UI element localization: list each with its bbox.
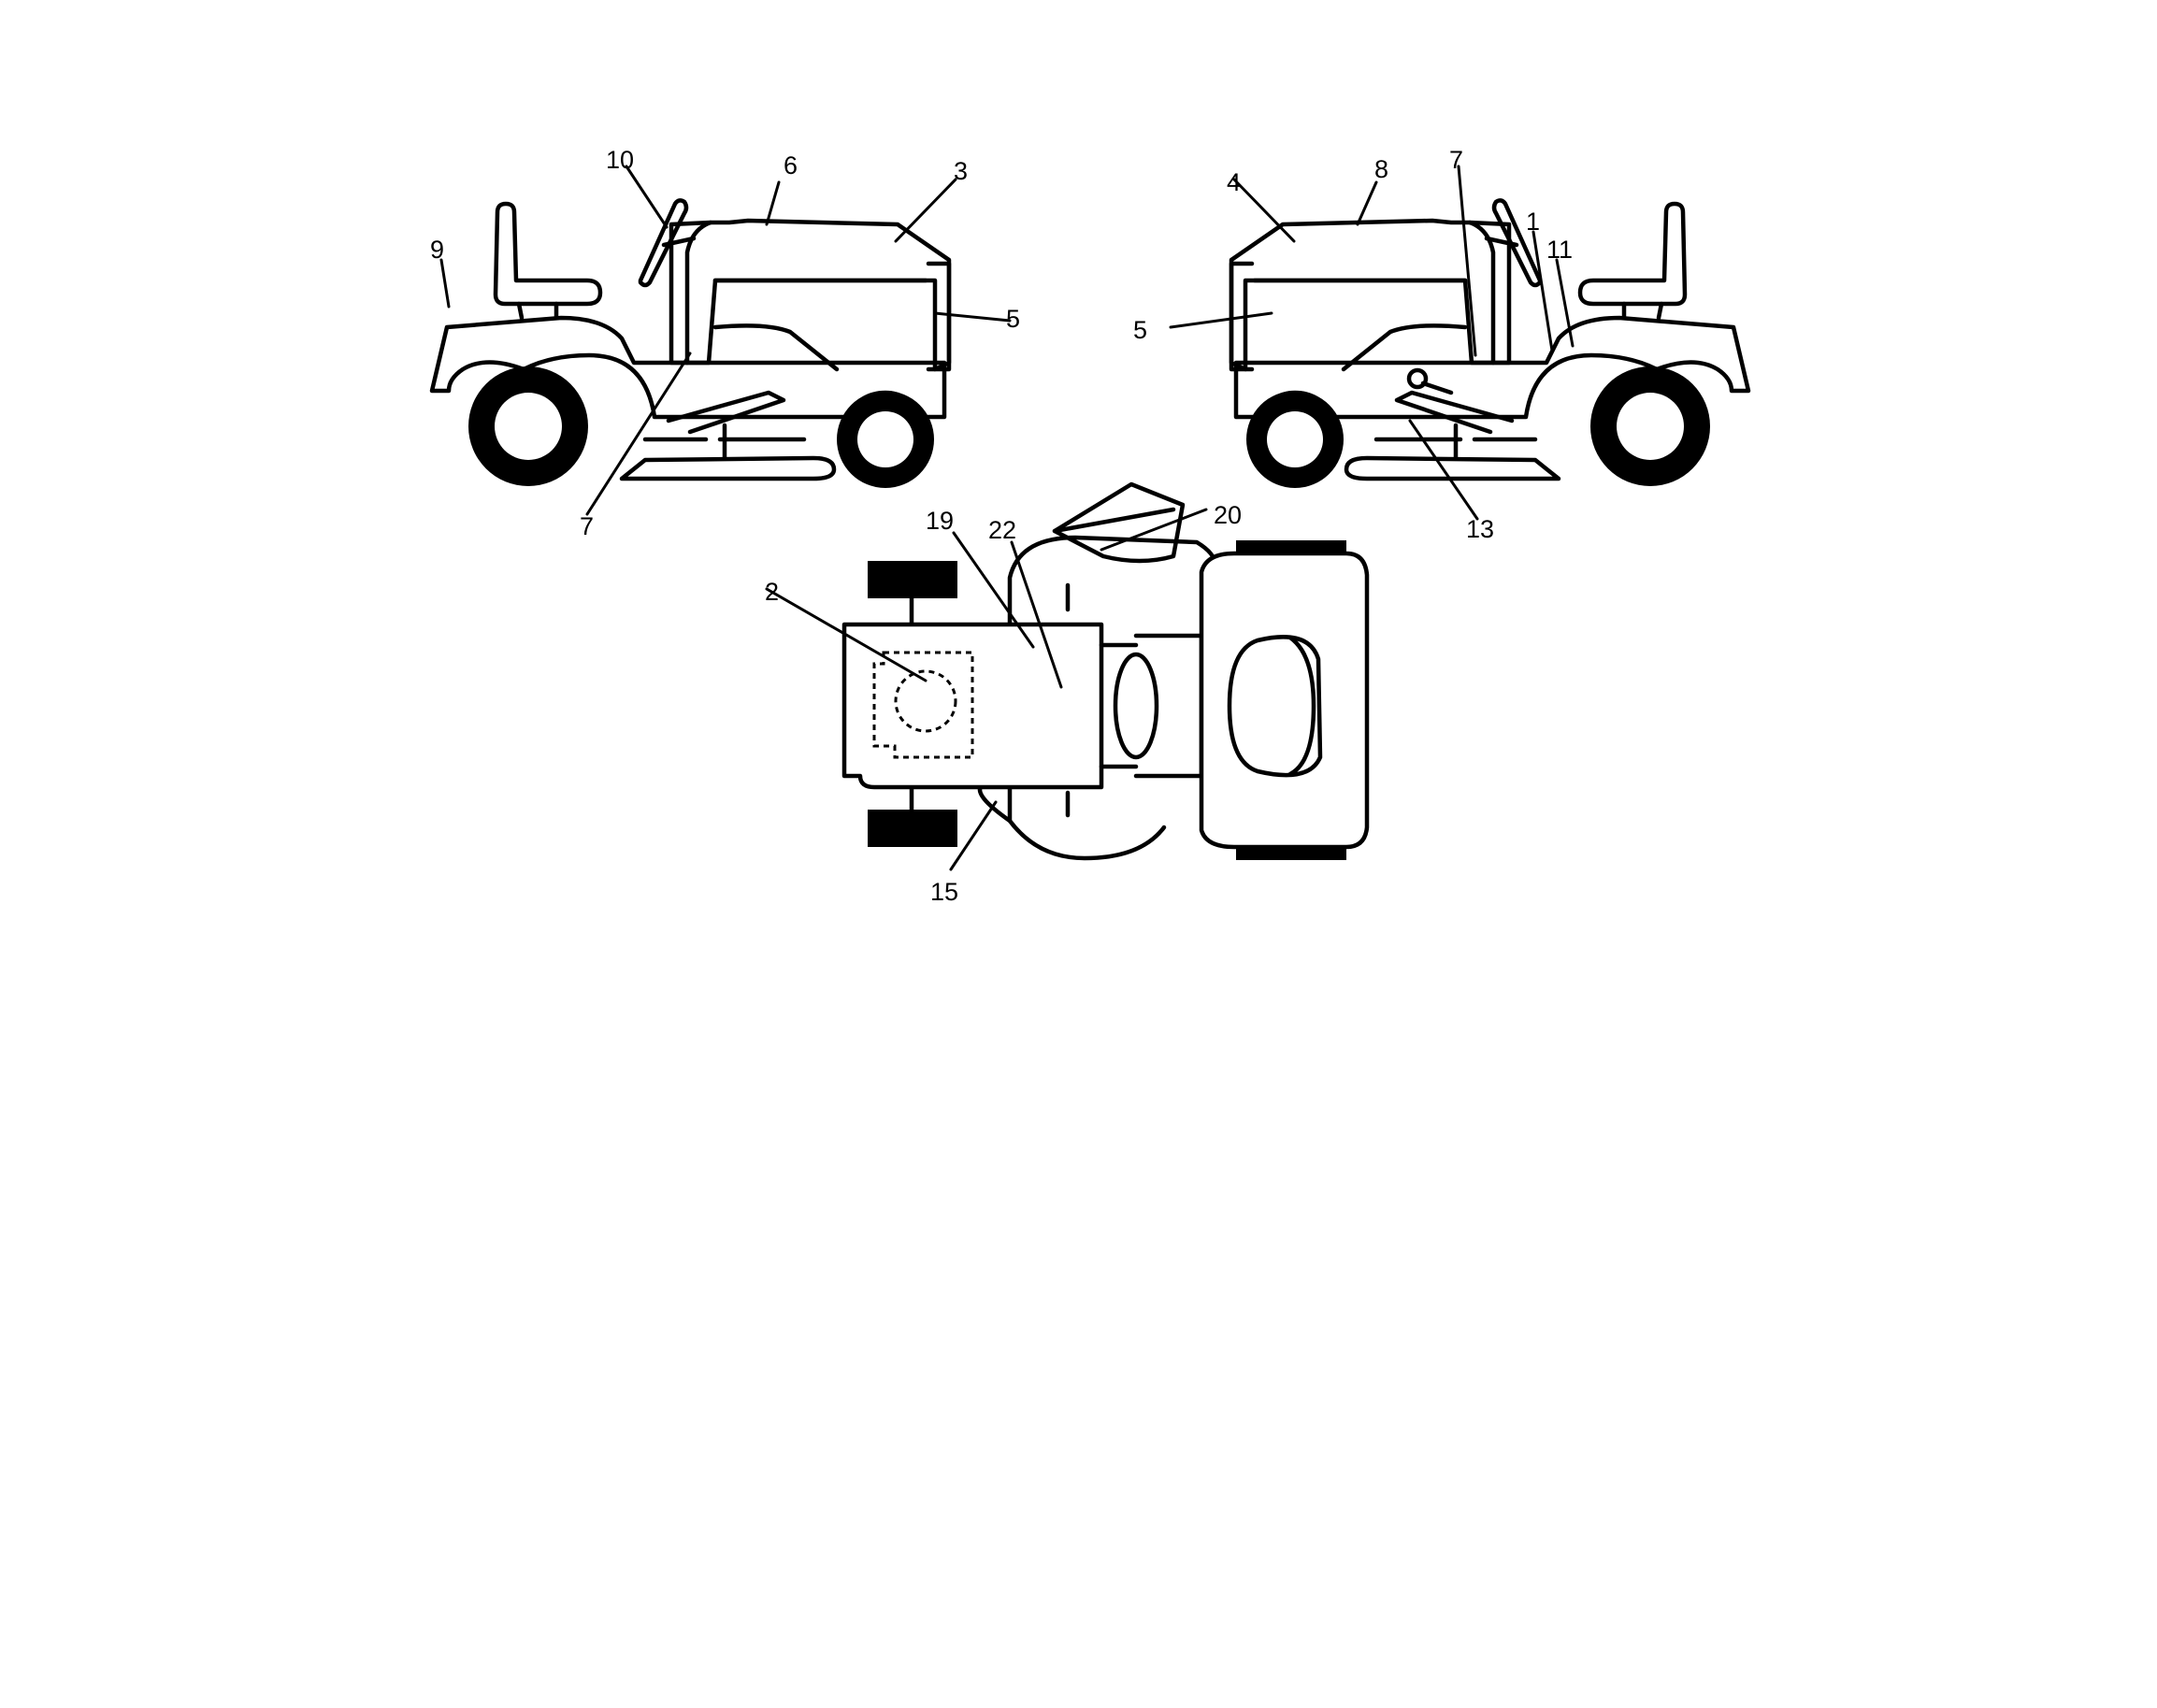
callout-1: 1 <box>1526 208 1540 236</box>
rear-tire-bottom <box>868 810 957 847</box>
rear-fender <box>429 315 947 420</box>
rear-tire-top <box>868 561 957 598</box>
callout-4: 4 <box>1227 168 1241 196</box>
pedal-arm <box>666 390 786 435</box>
front-tire-top <box>1236 540 1346 553</box>
front-tire-bottom <box>1236 847 1346 860</box>
callout-15: 15 <box>930 878 958 906</box>
discharge-chute <box>1052 481 1186 564</box>
rear-fender-right <box>1233 315 1751 420</box>
steering-wheel-top <box>1113 652 1159 760</box>
callout-11: 11 <box>1546 236 1573 264</box>
callout-7-right: 7 <box>1449 146 1463 174</box>
tractor-top-view: 19 22 20 2 15 <box>765 481 1370 906</box>
front-wheel-right <box>1246 391 1344 488</box>
callout-5-right: 5 <box>1133 316 1147 344</box>
callout-10: 10 <box>606 146 634 174</box>
callout-8: 8 <box>1374 155 1388 183</box>
callout-6: 6 <box>784 151 798 179</box>
callout-22: 22 <box>988 516 1016 544</box>
steering-wheel-right <box>1491 198 1543 288</box>
callout-2: 2 <box>765 578 779 606</box>
seat <box>493 201 603 307</box>
callout-13: 13 <box>1466 515 1494 543</box>
tractor-right-side-view: 4 8 7 1 11 5 13 <box>1133 146 1751 543</box>
callout-19: 19 <box>926 507 954 535</box>
steering-wheel <box>638 198 689 288</box>
hidden-component-outline <box>872 651 974 759</box>
tractor-left-side-view: 10 6 3 9 5 7 <box>429 146 1020 540</box>
callout-9: 9 <box>430 236 444 264</box>
hood-top <box>1199 551 1370 850</box>
rear-body-top <box>841 622 1104 790</box>
lift-lever <box>1406 367 1454 395</box>
grille-right <box>1229 261 1255 372</box>
rear-wheel <box>468 366 588 486</box>
mower-deck-right <box>1344 455 1561 481</box>
callout-7: 7 <box>580 512 594 540</box>
seat-right <box>1577 201 1688 307</box>
callout-20: 20 <box>1214 501 1242 529</box>
callout-5: 5 <box>1006 305 1020 333</box>
callout-3: 3 <box>954 157 968 185</box>
pedal-arm-right <box>1394 390 1515 435</box>
fuel-cap-outline <box>894 669 957 733</box>
rear-wheel-right <box>1590 366 1710 486</box>
hood-vent <box>1227 635 1323 778</box>
mower-deck <box>619 455 837 481</box>
grille <box>926 261 952 372</box>
front-wheel <box>837 391 934 488</box>
